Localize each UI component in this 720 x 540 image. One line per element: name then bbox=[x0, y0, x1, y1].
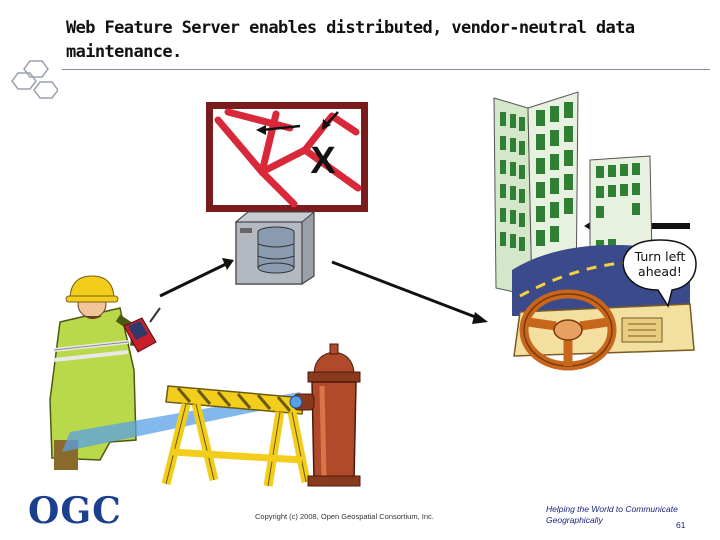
steering-wheel-icon bbox=[519, 289, 617, 371]
slide-title: Web Feature Server enables distributed, … bbox=[66, 18, 635, 62]
server-icon bbox=[234, 211, 316, 285]
title-divider bbox=[62, 69, 710, 70]
page-number: 61 bbox=[676, 520, 686, 530]
copyright-text: Copyright (c) 2008, Open Geospatial Cons… bbox=[255, 512, 434, 521]
map-mark: X bbox=[310, 140, 336, 182]
speech-bubble-icon bbox=[622, 239, 697, 308]
field-worker-icon bbox=[49, 275, 141, 470]
handheld-device-icon bbox=[123, 307, 161, 353]
ogc-logo: OGC bbox=[28, 490, 122, 532]
tagline-text: Helping the World to Communicate Geograp… bbox=[546, 504, 678, 525]
fire-hydrant-icon bbox=[289, 343, 361, 487]
speech-bubble: Turn left ahead! bbox=[624, 249, 696, 279]
sawhorse-barrier-icon bbox=[161, 385, 311, 487]
speech-line-1: Turn left bbox=[634, 249, 686, 264]
speech-line-2: ahead! bbox=[638, 264, 682, 279]
hexagon-cluster-icon bbox=[11, 60, 58, 99]
map-display-icon bbox=[206, 102, 368, 212]
